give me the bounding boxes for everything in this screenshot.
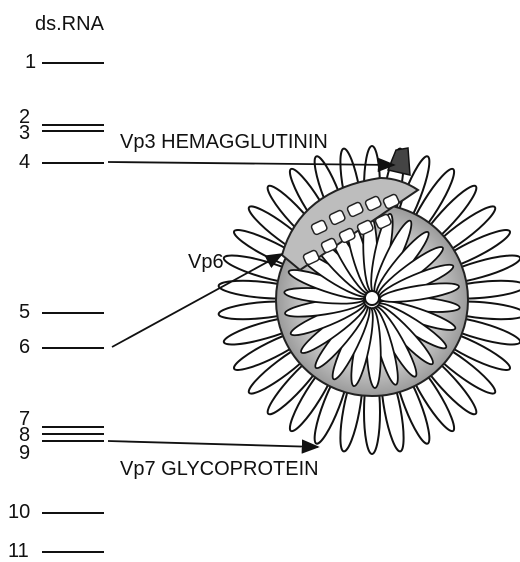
vp7-arrow bbox=[108, 441, 318, 447]
vp3-spike bbox=[388, 148, 410, 175]
core-center bbox=[365, 291, 379, 305]
